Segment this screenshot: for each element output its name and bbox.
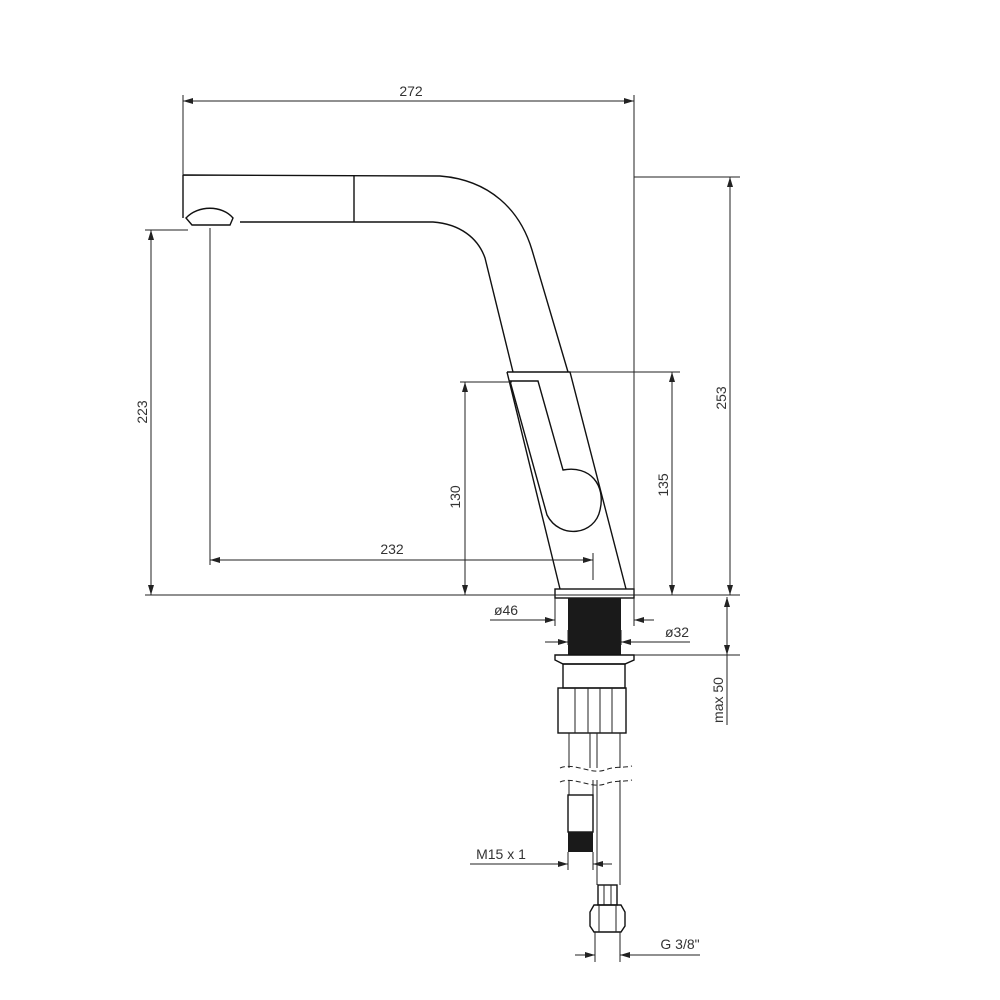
supply-nut <box>589 904 626 933</box>
lever <box>509 380 602 532</box>
mounting-body <box>562 663 626 689</box>
shank <box>568 598 621 655</box>
dim-m15: M15 x 1 <box>476 846 526 862</box>
hose-connector <box>567 794 594 833</box>
dim-g38: G 3/8" <box>660 936 699 952</box>
dim-232: 232 <box>380 541 404 557</box>
faucet-outline <box>182 174 635 933</box>
aerator <box>185 207 234 226</box>
thread-m15 <box>568 832 593 852</box>
base-plate <box>554 588 635 599</box>
dimension-labels: 272 253 223 232 130 135 ø46 ø32 max 50 M… <box>134 83 729 952</box>
supply-fitting <box>597 884 618 906</box>
dim-130: 130 <box>447 485 463 509</box>
dim-max-50: max 50 <box>710 677 726 723</box>
dim-272: 272 <box>399 83 423 99</box>
hoses <box>568 733 621 885</box>
dim-135: 135 <box>655 473 671 497</box>
break-line <box>559 765 633 786</box>
dim-o46: ø46 <box>494 602 518 618</box>
mounting-nut <box>557 687 627 734</box>
extension-lines <box>145 95 740 962</box>
dim-o32: ø32 <box>665 624 689 640</box>
body <box>506 371 627 590</box>
dimension-lines <box>148 98 733 958</box>
spout <box>182 174 569 373</box>
dim-223: 223 <box>134 400 150 424</box>
dim-253: 253 <box>713 386 729 410</box>
lower-flange <box>554 654 635 665</box>
